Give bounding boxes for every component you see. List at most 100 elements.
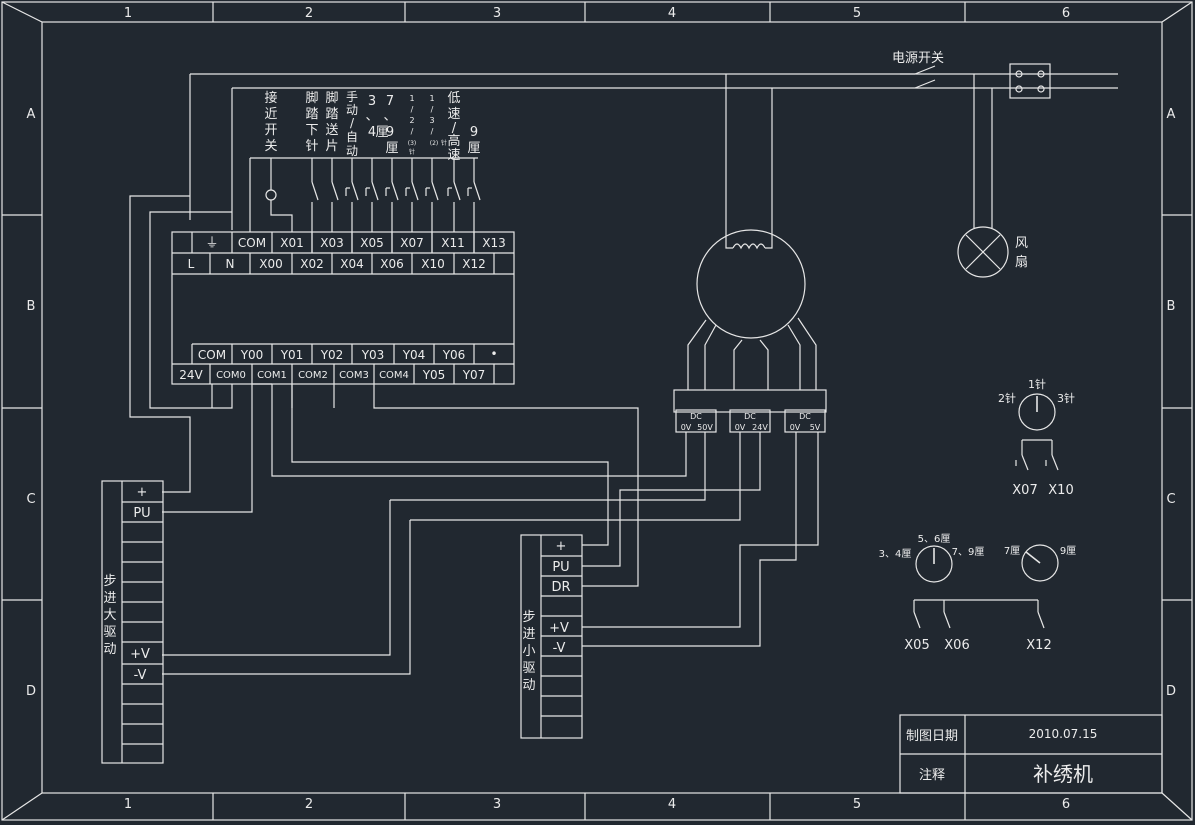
knob-label: 5、6厘	[918, 533, 951, 545]
svg-text:踏: 踏	[305, 107, 318, 122]
plc-input: X06	[380, 257, 404, 271]
driver-small-name: 驱	[522, 661, 535, 676]
svg-text:2: 2	[409, 116, 414, 125]
sensor-label-pedal-needle: 脚 踏 下 针	[305, 90, 318, 154]
plc-input: X07	[400, 236, 424, 250]
driver-big-name: 动	[103, 642, 116, 657]
col-number: 2	[305, 797, 313, 812]
driver-small-terminal: -V	[553, 641, 566, 656]
svg-text:、: 、	[383, 109, 396, 124]
svg-text:厘: 厘	[375, 125, 388, 140]
title-block: 制图日期 2010.07.15 注释 补绣机	[899, 714, 1163, 794]
row-letter: B	[27, 299, 36, 314]
svg-text:下: 下	[305, 123, 318, 138]
knob-label: 7、9厘	[952, 546, 985, 558]
psu-out: 24V	[752, 423, 768, 432]
plc-output: 24V	[179, 368, 203, 382]
svg-text:9: 9	[386, 125, 394, 140]
driver-small-terminal: +V	[549, 621, 569, 636]
row-letter: D	[1166, 684, 1176, 699]
knob-label: 3针	[1057, 391, 1075, 405]
motor-icon	[687, 74, 817, 390]
driver-big-terminal: -V	[134, 668, 147, 683]
plc-output: COM	[198, 348, 226, 362]
svg-text:动: 动	[346, 144, 358, 158]
note-label: 注释	[919, 768, 945, 783]
svg-text:针: 针	[305, 139, 318, 154]
plc-input: X04	[340, 257, 364, 271]
fan-label: 扇	[1015, 254, 1028, 270]
sensor-label-proximity: 接 近 开 关	[264, 90, 277, 154]
knob-label: 2针	[998, 391, 1016, 405]
svg-text:/: /	[411, 105, 414, 114]
plc-input: X05	[360, 236, 384, 250]
plc-output: COM0	[216, 370, 246, 381]
sensor-label-needle-2: 1 / 3 / (2) 针	[429, 94, 447, 147]
col-number: 2	[305, 6, 313, 21]
driver-big: + PU +V -V 步 进 大 驱 动	[101, 480, 164, 764]
psu-group: DC 0V 50V DC 0V 24V DC 0V 5V	[673, 389, 827, 433]
svg-text:9: 9	[470, 125, 478, 140]
svg-text:低: 低	[447, 91, 460, 106]
plc-output: Y04	[402, 348, 426, 362]
svg-text:3: 3	[429, 116, 434, 125]
driver-big-name: 大	[103, 608, 116, 623]
col-number: 5	[853, 797, 861, 812]
psu-title: DC	[744, 412, 756, 421]
psu-title: DC	[690, 412, 702, 421]
svg-text:7: 7	[386, 94, 394, 109]
sensor-label-speed: 低 速 / 高 速	[447, 91, 460, 163]
plc-output: COM3	[339, 370, 369, 381]
svg-text:3: 3	[368, 94, 376, 109]
col-number: 3	[493, 6, 501, 21]
knob-label: 7厘	[1004, 545, 1020, 557]
driver-small-terminal: +	[556, 539, 567, 554]
plc-output: COM2	[298, 370, 328, 381]
needle-selector-knob: 1针 2针 3针 X07 X10	[998, 377, 1075, 498]
row-letter: C	[1166, 492, 1175, 507]
svg-text:脚: 脚	[325, 90, 338, 106]
driver-small-name: 步	[522, 610, 535, 625]
plc-output: Y00	[240, 348, 264, 362]
svg-text:针: 针	[441, 139, 447, 147]
input-switches	[249, 157, 481, 253]
plc-input: X01	[280, 236, 304, 250]
date-label: 制图日期	[906, 729, 958, 744]
svg-text:速: 速	[447, 148, 460, 163]
sensor-label-9: 9 厘	[467, 125, 480, 156]
plc-block: ⏚ COM X01 X03 X05 X07 X11 X13 L N X00 X0…	[171, 231, 515, 385]
plc-output: Y02	[320, 348, 344, 362]
svg-text:/: /	[411, 127, 414, 136]
svg-text:1: 1	[429, 94, 434, 103]
svg-text:关: 关	[264, 139, 277, 154]
svg-text:近: 近	[264, 107, 277, 122]
plc-input: X03	[320, 236, 344, 250]
plc-input: X02	[300, 257, 324, 271]
knob-io-label: X07	[1012, 483, 1037, 498]
row-letter: D	[26, 684, 36, 699]
sensor-label-pedal-feed: 脚 踏 送 片	[325, 90, 338, 154]
svg-text:接: 接	[264, 90, 277, 106]
svg-text:/: /	[452, 121, 457, 136]
svg-text:针: 针	[409, 148, 415, 156]
sensor-label-manual-auto: 手 动 / 自 动	[346, 90, 358, 158]
power-rails: 电源开关	[189, 51, 1118, 230]
row-letter: B	[1167, 299, 1176, 314]
plc-input: X11	[441, 236, 465, 250]
driver-big-terminal: PU	[133, 506, 150, 521]
svg-text:(3): (3)	[408, 140, 417, 147]
plc-input: N	[226, 257, 235, 271]
plc-output: Y01	[280, 348, 304, 362]
plc-output: Y06	[442, 348, 466, 362]
knob-io-label: X05	[904, 638, 929, 653]
knob-label: 1针	[1028, 377, 1046, 391]
svg-text:1: 1	[409, 94, 414, 103]
col-number: 4	[668, 797, 676, 812]
svg-text:/: /	[350, 116, 355, 130]
driver-small: + PU DR +V -V 步 进 小 驱 动	[520, 534, 583, 739]
earth-icon: ⏚	[205, 236, 218, 251]
svg-text:自: 自	[346, 130, 358, 144]
row-letter: A	[27, 107, 36, 122]
plc-dot: •	[490, 347, 497, 361]
